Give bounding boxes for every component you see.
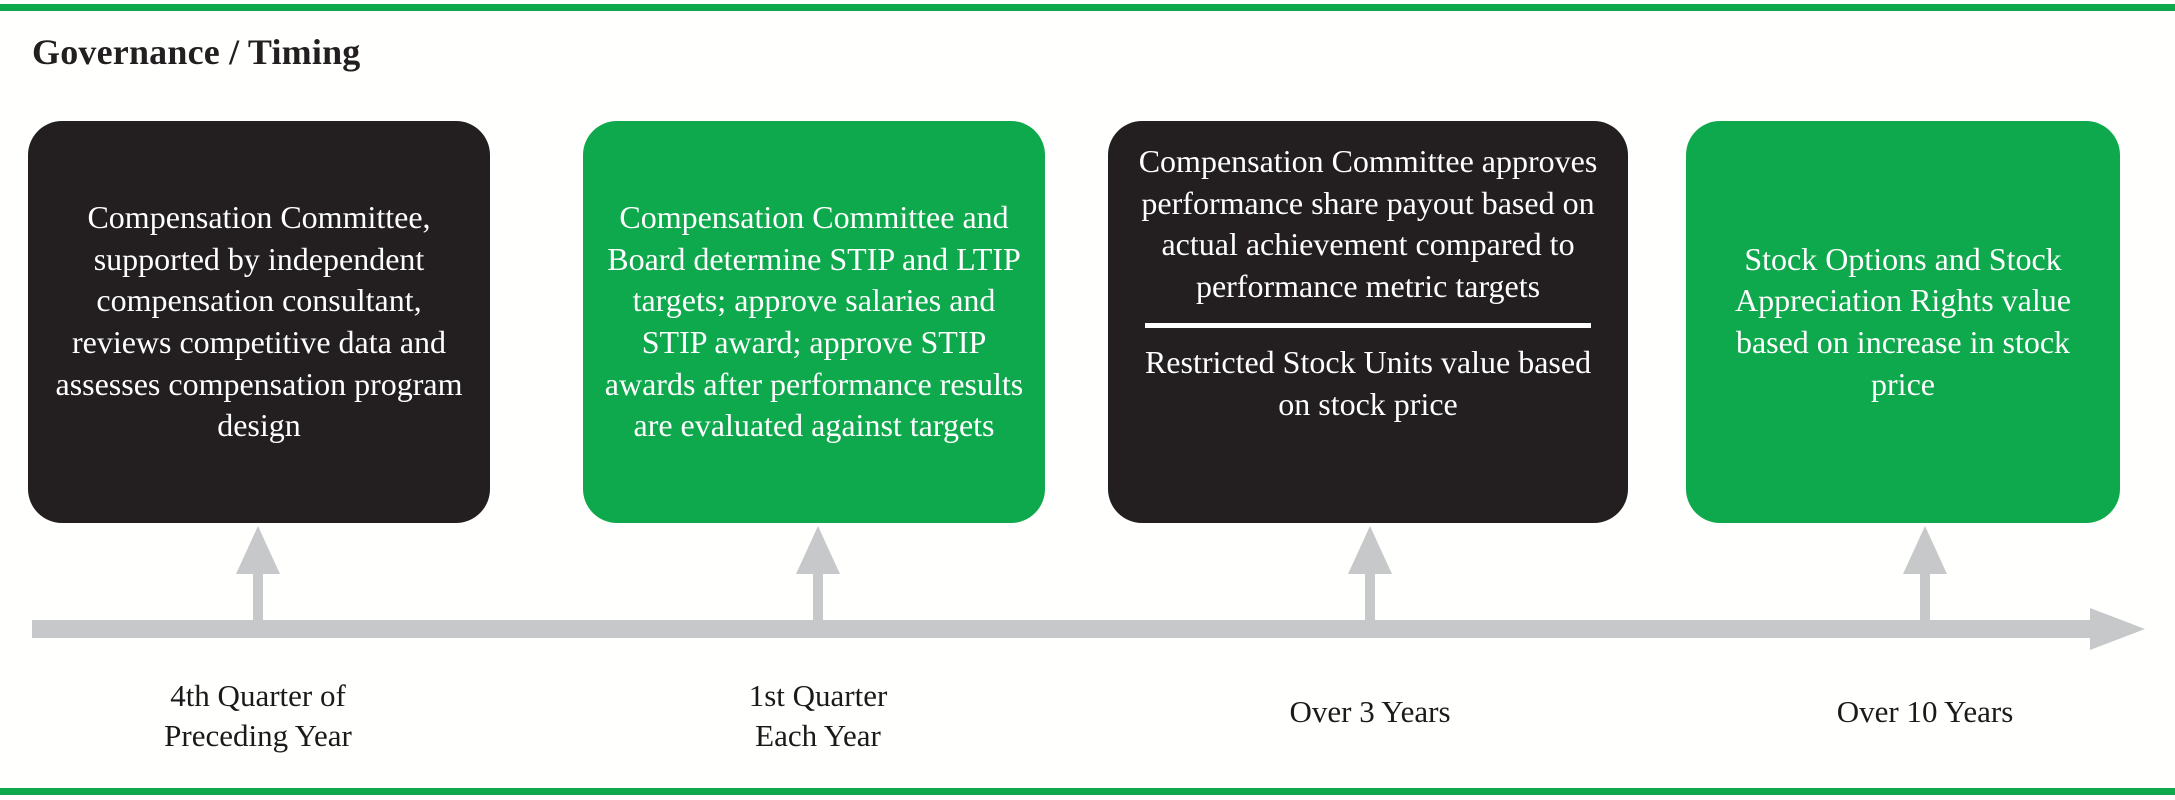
timeline-label-1: 4th Quarter of Preceding Year — [164, 678, 352, 754]
arrow-stem — [813, 570, 823, 626]
arrow-stem — [253, 570, 263, 626]
card-3-divider — [1144, 323, 1592, 329]
timeline-label-4: Over 10 Years — [1836, 694, 2014, 729]
timeline-card-3-body: Compensation Committee approves performa… — [1138, 143, 1598, 304]
top-accent-rule — [0, 4, 2175, 11]
connector-arrow-up-2 — [796, 526, 840, 626]
timeline-card-1: Compensation Committee, supported by ind… — [28, 121, 490, 523]
bottom-accent-rule — [0, 788, 2175, 795]
timeline-card-3: Compensation Committee approves performa… — [1108, 121, 1628, 523]
timeline-arrow-right-icon — [2090, 608, 2145, 650]
arrow-head-icon — [1348, 526, 1392, 574]
timeline-label-2: 1st Quarter Each Year — [748, 678, 888, 754]
timeline-card-4: Stock Options and Stock Appreciation Rig… — [1686, 121, 2120, 523]
connector-arrow-up-3 — [1348, 526, 1392, 626]
arrow-stem — [1365, 570, 1375, 626]
connector-arrow-up-4 — [1903, 526, 1947, 626]
page-title: Governance / Timing — [32, 32, 361, 72]
arrow-head-icon — [796, 526, 840, 574]
timeline-axis-bar — [32, 620, 2094, 638]
timeline-card-1-body: Compensation Committee, supported by ind… — [55, 199, 463, 444]
arrow-stem — [1920, 570, 1930, 626]
timeline-card-3-body-secondary: Restricted Stock Units value based on st… — [1144, 344, 1592, 422]
arrow-head-icon — [1903, 526, 1947, 574]
timeline-card-2-body: Compensation Committee and Board determi… — [604, 199, 1024, 444]
timeline-label-3: Over 3 Years — [1289, 694, 1451, 729]
timeline-card-2: Compensation Committee and Board determi… — [583, 121, 1045, 523]
timeline-card-4-body: Stock Options and Stock Appreciation Rig… — [1735, 240, 2071, 402]
arrow-head-icon — [236, 526, 280, 574]
connector-arrow-up-1 — [236, 526, 280, 626]
